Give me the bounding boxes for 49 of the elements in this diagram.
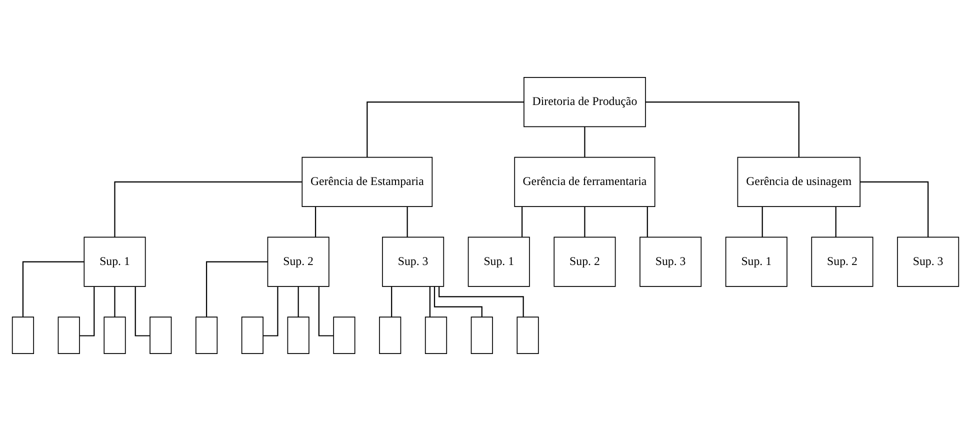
node-box: Gerência de ferramentaria [514,156,656,207]
node-box: Sup. 2 [267,236,330,287]
node-box [150,316,172,354]
connector [314,206,316,237]
connector [298,286,299,317]
connector [762,206,763,237]
node-box [58,316,80,354]
connector [429,286,430,317]
connector [114,181,302,237]
connector [646,206,648,237]
node-box: Sup. 3 [640,236,702,287]
connector [522,206,523,237]
node-box: Sup. 2 [811,236,874,287]
connector [22,261,84,317]
node-box [379,316,402,354]
node-box: Sup. 3 [897,236,960,287]
connector [366,102,524,158]
connector [860,181,929,237]
node-box: Gerência de usinagem [737,156,860,207]
connector [263,286,278,336]
connector [646,102,800,158]
connector [434,286,482,317]
connector [406,206,408,237]
connector [584,206,586,237]
node-box: Diretoria de Produção [524,76,646,128]
connector [584,126,586,158]
connector [80,286,95,336]
node-box: Sup. 1 [468,236,530,287]
connector [206,261,268,317]
node-box [195,316,218,354]
node-box: Sup. 1 [725,236,788,287]
node-box: Sup. 3 [382,236,444,287]
node-box [516,316,539,354]
connector [438,286,524,317]
connector [318,286,334,336]
node-box: Sup. 2 [554,236,616,287]
connector [835,206,836,237]
node-box: Gerência de Estamparia [302,156,433,207]
node-box [333,316,356,354]
connector [114,286,116,317]
node-box [424,316,448,354]
connector [391,286,392,317]
connector [134,286,150,336]
node-box [241,316,264,354]
node-box [12,316,34,354]
node-box: Sup. 1 [84,236,146,287]
node-box [287,316,310,354]
node-box [470,316,493,354]
node-box [104,316,126,354]
